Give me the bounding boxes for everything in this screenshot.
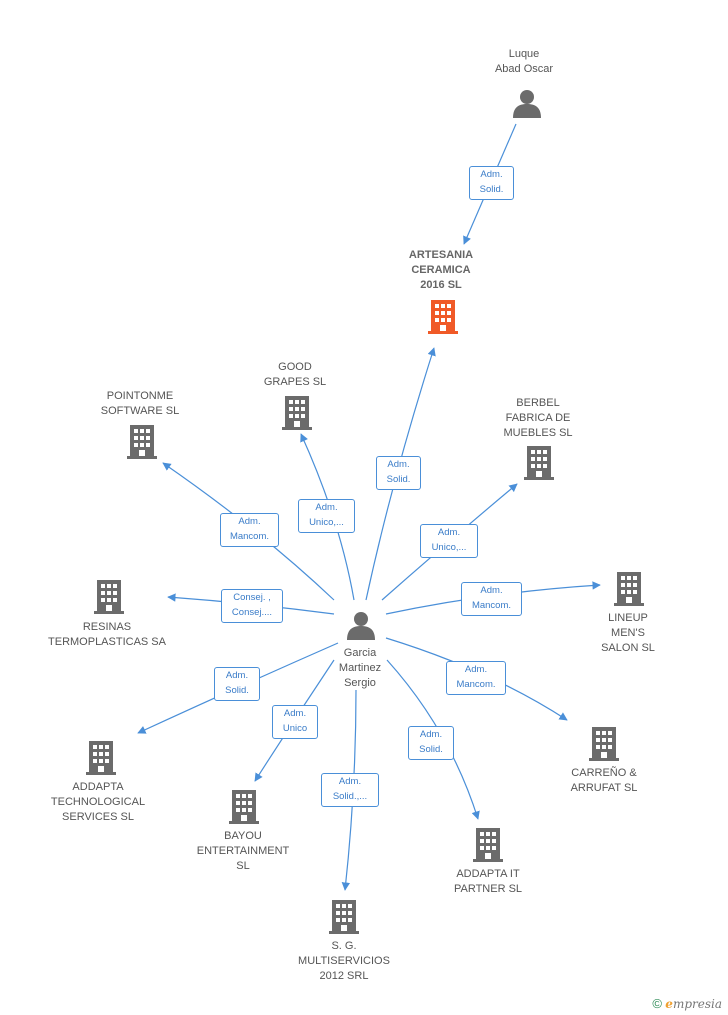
node-label-lineup[interactable]: LINEUP MEN'S SALON SL <box>601 612 655 654</box>
edge-label-garcia-berbel[interactable]: Adm. Unico,... <box>420 524 478 558</box>
building-icon[interactable] <box>524 446 554 480</box>
brand-name: mpresia <box>672 997 722 1011</box>
edge-label-garcia-lineup[interactable]: Adm. Mancom. <box>461 582 522 616</box>
node-label-addapta-tech[interactable]: ADDAPTA TECHNOLOGICAL SERVICES SL <box>50 781 146 823</box>
building-icon[interactable] <box>614 572 644 606</box>
edge-label-garcia-good-grapes[interactable]: Adm. Unico,... <box>298 499 355 533</box>
person-icon[interactable] <box>347 612 375 640</box>
edge-label-garcia-artesania[interactable]: Adm. Solid. <box>376 456 421 490</box>
node-label-good-grapes[interactable]: GOOD GRAPES SL <box>263 361 327 388</box>
edge-label-garcia-addapta-it[interactable]: Adm. Solid. <box>408 726 454 760</box>
person-icon[interactable] <box>513 90 541 118</box>
building-icon[interactable] <box>127 425 157 459</box>
building-icon[interactable] <box>86 741 116 775</box>
building-icon[interactable] <box>229 790 259 824</box>
edge-label-luque-artesania[interactable]: Adm. Solid. <box>469 166 514 200</box>
edge-label-garcia-sg[interactable]: Adm. Solid.,... <box>321 773 379 807</box>
brand-initial: e <box>665 997 673 1011</box>
edge-label-garcia-addapta-tech[interactable]: Adm. Solid. <box>214 667 260 701</box>
building-icon[interactable] <box>329 900 359 934</box>
copyright-icon: © <box>652 996 662 1011</box>
edge-label-garcia-resinas[interactable]: Consej. , Consej.... <box>221 589 283 623</box>
node-label-luque[interactable]: Luque Abad Oscar <box>494 48 554 75</box>
node-label-artesania[interactable]: ARTESANIA CERAMICA 2016 SL <box>408 249 474 291</box>
node-label-carreno[interactable]: CARREÑO & ARRUFAT SL <box>570 767 638 794</box>
brand-watermark: © empresia <box>652 996 722 1011</box>
building-icon[interactable] <box>589 727 619 761</box>
node-label-pointonme[interactable]: POINTONME SOFTWARE SL <box>100 390 180 417</box>
edge-label-garcia-carreno[interactable]: Adm. Mancom. <box>446 661 506 695</box>
node-label-bayou[interactable]: BAYOU ENTERTAINMENT SL <box>196 830 290 872</box>
building-icon[interactable] <box>428 300 458 334</box>
node-label-berbel[interactable]: BERBEL FABRICA DE MUEBLES SL <box>503 397 573 439</box>
edge-label-garcia-pointonme[interactable]: Adm. Mancom. <box>220 513 279 547</box>
node-label-addapta-it[interactable]: ADDAPTA IT PARTNER SL <box>453 868 523 895</box>
building-icon[interactable] <box>282 396 312 430</box>
node-label-sg[interactable]: S. G. MULTISERVICIOS 2012 SRL <box>298 940 390 982</box>
node-label-resinas[interactable]: RESINAS TERMOPLASTICAS SA <box>48 621 166 648</box>
edge-label-garcia-bayou[interactable]: Adm. Unico <box>272 705 318 739</box>
building-icon[interactable] <box>473 828 503 862</box>
building-icon[interactable] <box>94 580 124 614</box>
node-label-garcia[interactable]: Garcia Martinez Sergio <box>338 647 382 689</box>
